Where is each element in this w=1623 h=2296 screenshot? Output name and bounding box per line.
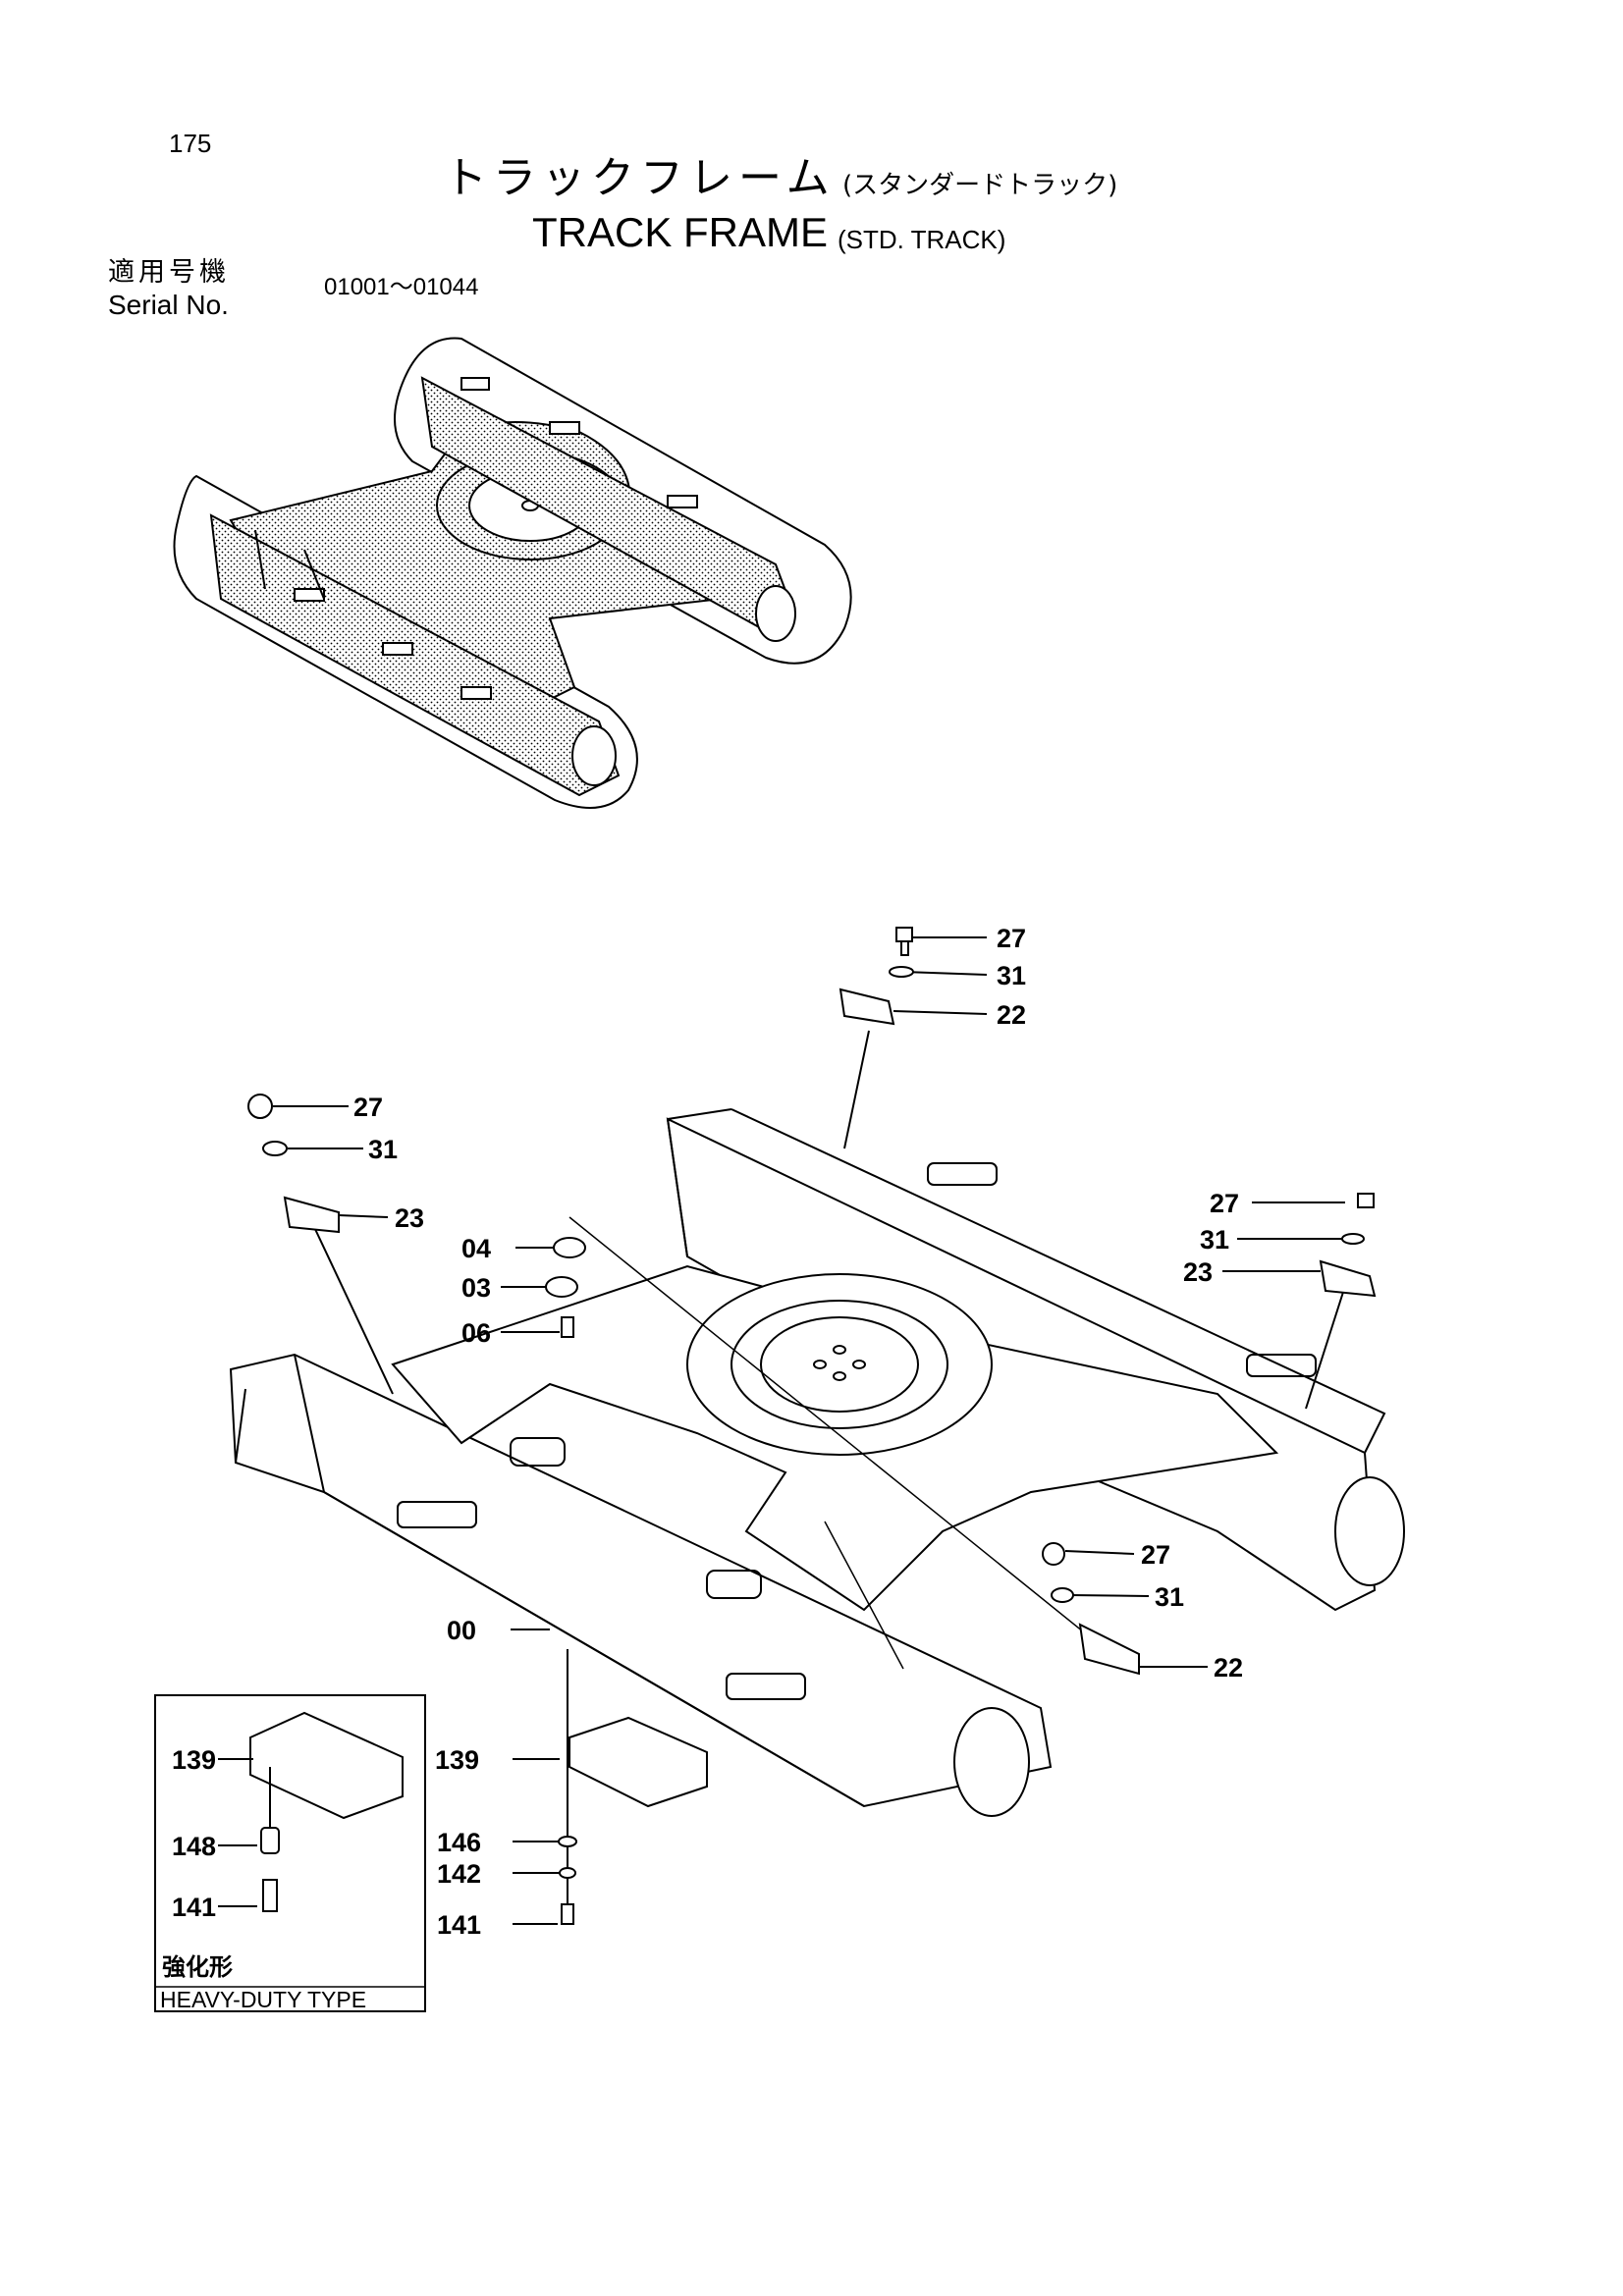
bolt-icon	[561, 1316, 574, 1338]
washer-icon	[262, 1141, 288, 1156]
callout-plate-04: 04	[461, 1234, 491, 1263]
callout-left-guard: 23	[395, 1203, 424, 1233]
leaders	[273, 936, 1346, 1925]
swing-circle-inner	[760, 1316, 919, 1413]
heavy-duty-callout-139: 139	[172, 1745, 216, 1775]
washer-icon	[1051, 1587, 1074, 1603]
heavy-duty-spacer-icon	[260, 1827, 280, 1854]
callout-top-washer: 31	[997, 961, 1026, 990]
callout-washer-146: 146	[437, 1828, 481, 1857]
heavy-duty-callout-141: 141	[172, 1893, 216, 1922]
overview-idler-front	[571, 725, 617, 786]
track-guard-icon	[568, 1716, 708, 1808]
hardware	[247, 927, 1377, 1925]
washer-icon	[1341, 1233, 1365, 1245]
guard-icon	[1319, 1259, 1377, 1298]
serial-label-english: Serial No.	[108, 290, 229, 320]
callout-top-bolt: 27	[997, 924, 1026, 953]
callout-bolt-141: 141	[437, 1910, 481, 1940]
callout-right-bolt: 27	[1210, 1189, 1239, 1218]
overview-idler-rear	[755, 585, 796, 642]
callout-washer-142: 142	[437, 1859, 481, 1889]
idler-mount-front	[953, 1707, 1030, 1817]
guard-icon	[839, 988, 895, 1026]
callout-frame-00: 00	[447, 1616, 476, 1645]
heavy-duty-box	[154, 1694, 426, 2012]
callout-left-washer: 31	[368, 1135, 398, 1164]
bolt-icon	[895, 927, 913, 942]
frame-slot-2	[726, 1673, 806, 1700]
callout-bolt-06: 06	[461, 1318, 491, 1348]
heavy-duty-callout-148: 148	[172, 1832, 216, 1861]
bolt-icon	[561, 1903, 574, 1925]
callout-right-washer: 31	[1200, 1225, 1229, 1255]
plate-icon	[545, 1276, 578, 1298]
callout-lower-washer: 31	[1155, 1582, 1184, 1612]
overview-track-front	[173, 474, 638, 809]
callout-lower-guard: 22	[1214, 1653, 1243, 1682]
heavy-duty-inset: 139 148 141 強化形 HEAVY-DUTY TYPE	[154, 1694, 426, 2012]
callout-lower-bolt: 27	[1141, 1540, 1170, 1570]
callout-labels: 27 31 22 27 31 23 27 31 23 04 03 06 27 3…	[353, 924, 1243, 1940]
page-number: 175	[169, 129, 212, 158]
heavy-duty-label-en: HEAVY-DUTY TYPE	[160, 1987, 366, 2012]
subtitle-english: (STD. TRACK)	[838, 225, 1006, 254]
main-track-frame	[229, 1108, 1405, 1817]
idler-mount-rear	[1334, 1476, 1405, 1586]
serial-range: 01001～01044	[324, 274, 479, 300]
subtitle-japanese: (スタンダードトラック)	[842, 171, 1118, 200]
callout-plate-03: 03	[461, 1273, 491, 1303]
bolt-icon	[247, 1094, 273, 1119]
guard-icon	[1078, 1623, 1140, 1676]
bolt-icon	[1042, 1542, 1065, 1566]
overview-track-rear	[394, 337, 852, 665]
frame-opening-2	[706, 1570, 762, 1599]
callout-left-bolt: 27	[353, 1093, 383, 1122]
serial-label-japanese: 適用号機	[108, 257, 230, 288]
washer-icon	[889, 966, 914, 978]
bolt-icon	[1357, 1193, 1375, 1208]
callout-guard-139: 139	[435, 1745, 479, 1775]
frame-slot-3	[927, 1162, 998, 1186]
heavy-duty-label-ja: 強化形	[162, 1953, 233, 1981]
title-english: TRACK FRAME	[532, 209, 829, 255]
frame-slot-4	[1246, 1354, 1317, 1377]
overview-illustration	[173, 337, 852, 809]
callout-top-guard: 22	[997, 1000, 1026, 1030]
heavy-duty-guard-icon	[249, 1711, 404, 1820]
frame-slot-1	[397, 1501, 477, 1528]
washer-icon	[559, 1867, 576, 1879]
guard-icon	[283, 1196, 340, 1234]
plate-icon	[553, 1237, 586, 1258]
frame-opening-1	[510, 1437, 566, 1467]
callout-right-guard: 23	[1183, 1257, 1213, 1287]
heavy-duty-bolt-icon	[262, 1879, 278, 1912]
title-japanese: トラックフレーム	[444, 153, 836, 203]
washer-icon	[558, 1836, 577, 1847]
